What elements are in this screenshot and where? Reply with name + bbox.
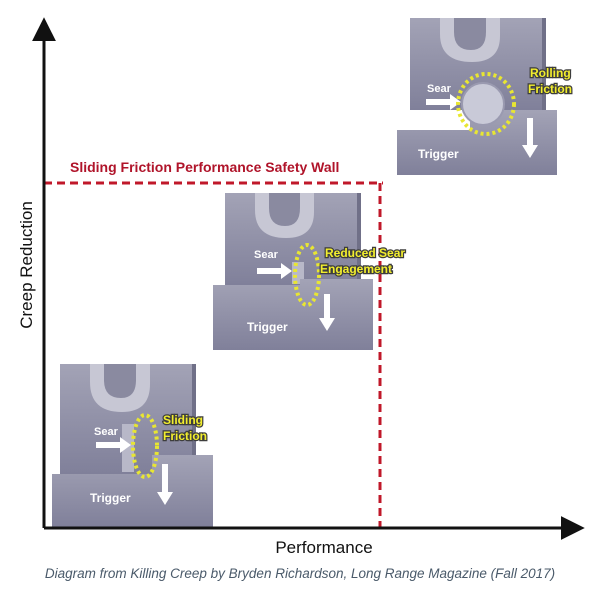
callout-line-1: Reduced Sear bbox=[325, 246, 405, 260]
callout-line-1: Sliding bbox=[163, 413, 203, 427]
callout-line-1: Rolling bbox=[530, 66, 571, 80]
trigger-part bbox=[397, 110, 557, 175]
trigger-label: Trigger bbox=[418, 147, 459, 161]
figure-caption: Diagram from Killing Creep by Bryden Ric… bbox=[44, 566, 556, 581]
sear-arrow bbox=[96, 437, 131, 453]
sear-label: Sear bbox=[254, 249, 279, 261]
trigger-part bbox=[213, 279, 373, 350]
trigger-label: Trigger bbox=[247, 320, 288, 334]
trigger-down-arrow bbox=[319, 294, 335, 331]
contact-highlight-ring bbox=[456, 72, 516, 136]
safety-wall-label: Sliding Friction Performance Safety Wall bbox=[70, 159, 339, 175]
callout-line-2: Friction bbox=[528, 82, 572, 96]
callout-line-2: Friction bbox=[163, 429, 207, 443]
contact-highlight-ring bbox=[131, 413, 159, 479]
trigger-part bbox=[52, 455, 213, 527]
panel-rolling-friction: Sear Trigger Rolling Friction bbox=[397, 18, 573, 175]
y-axis-label: Creep Reduction bbox=[17, 201, 36, 329]
sear-arrow bbox=[426, 94, 461, 110]
trigger-down-arrow bbox=[522, 118, 538, 158]
contact-highlight-ring bbox=[293, 243, 321, 307]
x-axis-label: Performance bbox=[275, 538, 372, 557]
trigger-down-arrow bbox=[157, 464, 173, 505]
trigger-label: Trigger bbox=[90, 491, 131, 505]
sear-label: Sear bbox=[94, 426, 119, 438]
hammer-sear-part bbox=[225, 193, 361, 285]
sear-arrow bbox=[257, 263, 292, 279]
panel-sliding-friction: Sear Trigger Sliding Friction bbox=[52, 364, 213, 527]
panel-reduced-engagement: Sear Trigger Reduced Sear Engagement bbox=[213, 193, 407, 350]
callout-line-2: Engagement bbox=[320, 262, 392, 276]
safety-wall bbox=[44, 181, 383, 528]
roller bbox=[461, 82, 505, 126]
sear-label: Sear bbox=[427, 83, 452, 95]
